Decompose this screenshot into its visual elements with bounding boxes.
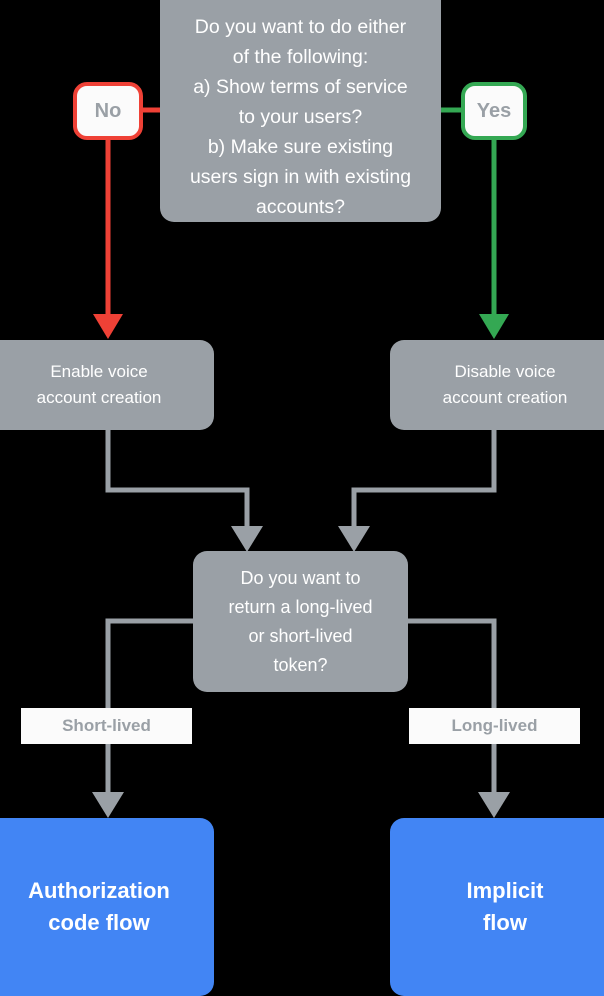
implicit-line-2: flow xyxy=(482,910,527,935)
auth-code-line-2: code flow xyxy=(48,910,150,935)
edge-label-short-lived: Short-lived xyxy=(21,708,192,744)
decision-main-line-2: of the following: xyxy=(232,46,369,68)
terminal-node-implicit-flow[interactable]: Implicit flow xyxy=(390,818,604,996)
arrowhead-gray-short xyxy=(92,792,124,818)
implicit-flow-text: Implicit flow xyxy=(466,875,543,939)
edge-disable-to-token xyxy=(351,430,497,529)
edge-label-long-lived: Long-lived xyxy=(409,708,580,744)
decision-main-text: Do you want to do either of the followin… xyxy=(174,12,427,222)
decision-main-line-5: b) Make sure existing xyxy=(207,136,394,158)
auth-code-line-1: Authorization xyxy=(28,878,170,903)
answer-yes-node[interactable]: Yes xyxy=(461,82,527,140)
arrowhead-gray-right xyxy=(338,526,370,552)
edge-enable-to-token xyxy=(105,430,250,529)
enable-voice-line-2: account creation xyxy=(36,388,162,407)
arrowhead-green xyxy=(479,314,509,339)
answer-no-label: No xyxy=(94,99,122,122)
decision-token-line-1: Do you want to xyxy=(240,567,361,588)
enable-voice-text: Enable voice account creation xyxy=(37,359,162,411)
answer-yes-label: Yes xyxy=(476,99,512,122)
decision-main-line-7: accounts? xyxy=(256,196,345,218)
decision-node-token-lifetime[interactable]: Do you want to return a long-lived or sh… xyxy=(193,551,408,692)
disable-voice-text: Disable voice account creation xyxy=(443,359,568,411)
process-node-enable-voice-account-creation[interactable]: Enable voice account creation xyxy=(0,340,214,430)
decision-token-line-2: return a long-lived xyxy=(228,596,373,617)
edge-label-long-lived-text: Long-lived xyxy=(451,716,538,735)
decision-main-line-1: Do you want to do either xyxy=(194,16,407,38)
decision-main-line-4: to your users? xyxy=(238,106,363,128)
edge-label-short-lived-text: Short-lived xyxy=(62,716,151,735)
terminal-node-authorization-code-flow[interactable]: Authorization code flow xyxy=(0,818,214,996)
answer-no-node[interactable]: No xyxy=(73,82,143,140)
decision-node-terms-and-existing-users[interactable]: Do you want to do either of the followin… xyxy=(160,0,441,222)
decision-token-text: Do you want to return a long-lived or sh… xyxy=(228,564,372,680)
decision-token-line-3: or short-lived xyxy=(248,625,353,646)
authorization-code-flow-text: Authorization code flow xyxy=(28,875,170,939)
arrowhead-gray-left xyxy=(231,526,263,552)
enable-voice-line-1: Enable voice xyxy=(50,362,148,381)
decision-main-line-3: a) Show terms of service xyxy=(193,76,408,98)
implicit-line-1: Implicit xyxy=(466,878,544,903)
arrowhead-gray-long xyxy=(478,792,510,818)
process-node-disable-voice-account-creation[interactable]: Disable voice account creation xyxy=(390,340,604,430)
disable-voice-line-2: account creation xyxy=(442,388,568,407)
decision-main-line-6: users sign in with existing xyxy=(189,166,412,188)
decision-token-line-4: token? xyxy=(273,654,328,675)
disable-voice-line-1: Disable voice xyxy=(454,362,556,381)
arrowhead-red xyxy=(93,314,123,339)
